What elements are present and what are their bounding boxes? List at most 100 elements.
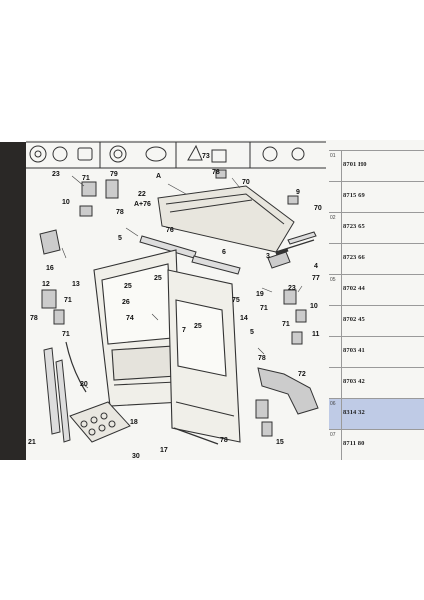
callout: 25 — [154, 275, 162, 282]
callout: 73 — [202, 153, 210, 160]
callout: 71 — [62, 331, 70, 338]
parts-table-row[interactable]: 01 8701 H0 — [329, 150, 424, 182]
callout: 14 — [240, 315, 248, 322]
callout: 5 — [118, 235, 122, 242]
right-rear-door — [167, 269, 241, 443]
callout: 71 — [260, 305, 268, 312]
callout: 72 — [298, 371, 306, 378]
callout: 11 — [312, 331, 320, 338]
rivet-icon — [291, 147, 305, 161]
left-rear-door — [93, 249, 183, 407]
parts-table-row[interactable]: 05 8702 44 — [329, 274, 424, 306]
callout: 18 — [130, 419, 138, 426]
part-code: 8703 42 — [343, 378, 365, 385]
callout: 78 — [212, 169, 220, 176]
callout: 19 — [256, 291, 264, 298]
seal-ring-icon — [109, 145, 127, 163]
callout: 79 — [110, 171, 118, 178]
weather-strip — [65, 341, 87, 393]
callout: 71 — [64, 297, 72, 304]
callout-labels: 23 71 79 78 10 22 A+76 A 73 78 70 9 70 7… — [28, 153, 322, 460]
callout: 70 — [314, 205, 322, 212]
callout: 12 — [42, 281, 50, 288]
part-code: 8711 80 — [343, 440, 365, 447]
callout: 78 — [220, 437, 228, 444]
parts-code-table: 01 8701 H0 8715 69 02 8723 65 8723 66 05 8702 4… — [329, 150, 424, 460]
part-code: 8702 45 — [343, 316, 365, 323]
callout: A — [156, 173, 161, 180]
callout: 15 — [276, 439, 284, 446]
parts-table-row[interactable]: 02 8723 65 — [329, 212, 424, 244]
callout: 76 — [166, 227, 174, 234]
callout: 70 — [242, 179, 250, 186]
nut-icon — [211, 149, 227, 163]
row-index: 05 — [330, 277, 336, 283]
roof-panel — [157, 185, 295, 253]
clip-icon — [77, 147, 93, 161]
callout: 78 — [258, 355, 266, 362]
plug-icon — [52, 146, 68, 162]
parts-table-row[interactable]: 8723 66 — [329, 243, 424, 275]
callout: 26 — [122, 299, 130, 306]
row-index: 01 — [330, 153, 336, 159]
washer-icon — [262, 146, 278, 162]
top-parts-strip — [26, 141, 326, 169]
callout: 22 — [138, 191, 146, 198]
fastener-icon — [187, 144, 203, 161]
roof-rails — [139, 231, 317, 275]
row-index: 07 — [330, 432, 336, 438]
callout: 78 — [30, 315, 38, 322]
callout: 74 — [126, 315, 134, 322]
part-code: 8723 66 — [343, 254, 365, 261]
callout: 20 — [80, 381, 88, 388]
parts-catalog-sheet: 23 71 79 78 10 22 A+76 A 73 78 70 9 70 7… — [26, 140, 424, 460]
callout: 30 — [132, 453, 140, 460]
gas-strut — [275, 239, 315, 256]
callout: 23 — [288, 285, 296, 292]
part-code: 8701 H0 — [343, 161, 367, 168]
part-code: 8314 32 — [343, 409, 365, 416]
row-index: 02 — [330, 215, 336, 221]
callout: 6 — [222, 249, 226, 256]
callout: 9 — [296, 189, 300, 196]
parts-table-row[interactable]: 8702 45 — [329, 305, 424, 337]
callout: 5 — [250, 329, 254, 336]
callout: 4 — [314, 263, 318, 270]
parts-table-row[interactable]: 8703 41 — [329, 336, 424, 368]
exploded-parts-diagram: 23 71 79 78 10 22 A+76 A 73 78 70 9 70 7… — [26, 141, 326, 460]
callout: 23 — [52, 171, 60, 178]
callout: 17 — [160, 447, 168, 454]
parts-table-row[interactable]: 8715 69 — [329, 181, 424, 213]
hinges-and-brackets — [39, 169, 319, 437]
callout: 78 — [116, 209, 124, 216]
part-code: 8723 65 — [343, 223, 365, 230]
callout: 71 — [282, 321, 290, 328]
callout: 16 — [46, 265, 54, 272]
parts-table-row[interactable]: 06 8314 32 — [329, 398, 424, 430]
table-divider — [341, 150, 342, 460]
leader-lines — [61, 175, 303, 389]
callout: 21 — [28, 439, 36, 446]
parts-table-row[interactable]: 8703 42 — [329, 367, 424, 399]
callout: 7 — [182, 327, 186, 334]
callout: 13 — [72, 281, 80, 288]
callout: 25 — [194, 323, 202, 330]
callout: 10 — [310, 303, 318, 310]
bush-icon — [145, 146, 167, 162]
callout: 25 — [124, 283, 132, 290]
callout: 71 — [82, 175, 90, 182]
parts-table-row[interactable]: 07 8711 80 — [329, 429, 424, 460]
callout: 75 — [232, 297, 240, 304]
part-code: 8702 44 — [343, 285, 365, 292]
row-index: 06 — [330, 401, 336, 407]
part-code: 8703 41 — [343, 347, 365, 354]
callout: 10 — [62, 199, 70, 206]
callout: 77 — [312, 275, 320, 282]
callout: 3 — [266, 253, 270, 260]
callout: A+76 — [134, 201, 151, 208]
grommet-icon — [29, 145, 47, 163]
pillar-trims — [43, 347, 71, 443]
part-code: 8715 69 — [343, 192, 365, 199]
door-seal-lower — [173, 427, 219, 445]
fixings-kit — [69, 401, 131, 443]
